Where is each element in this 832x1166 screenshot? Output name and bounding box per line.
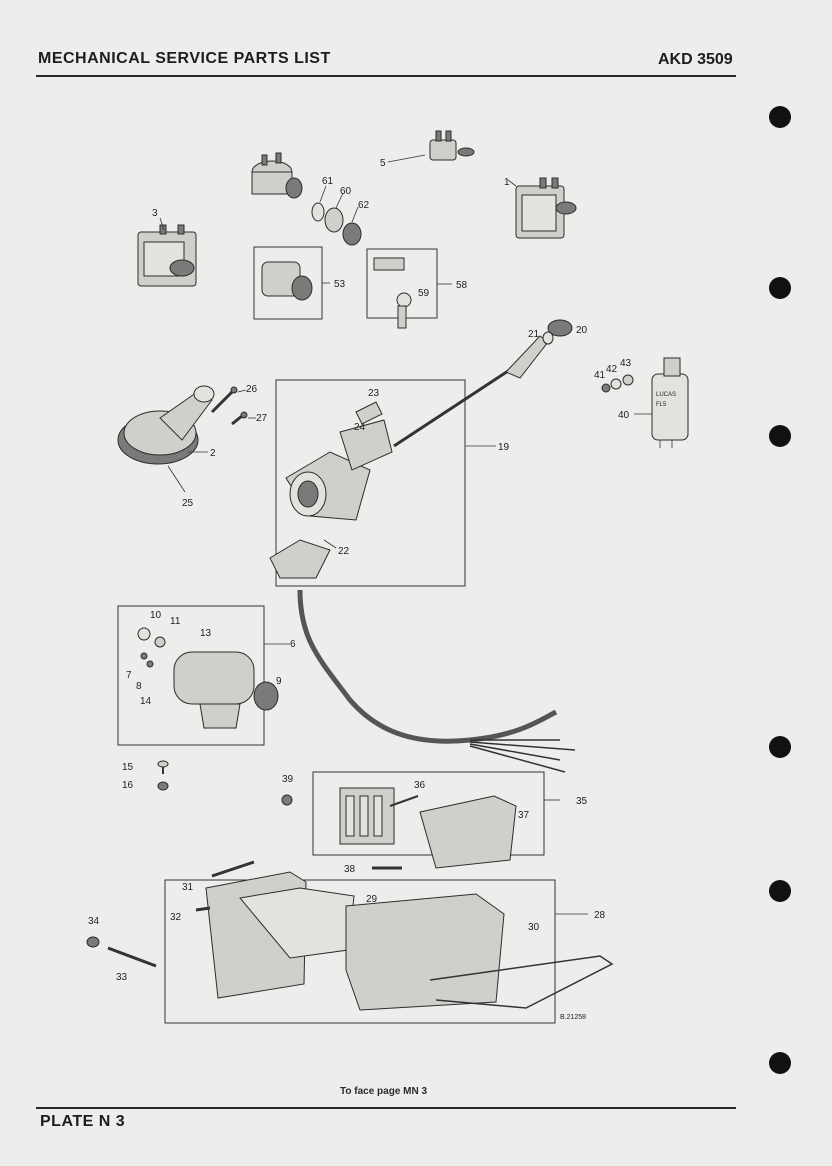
callout-40: 40 (618, 410, 630, 421)
callout-58: 58 (456, 280, 468, 291)
header-title: MECHANICAL SERVICE PARTS LIST (38, 50, 331, 67)
parts-33-34 (86, 936, 157, 968)
part-3-switch (137, 217, 197, 287)
ignition-switch-top (251, 152, 303, 199)
callout-34: 34 (88, 916, 100, 927)
callout-labels: 1 2 3 5 6 7 8 9 10 11 13 14 15 16 19 20 … (88, 158, 632, 1021)
binder-hole (769, 106, 791, 128)
callout-11: 11 (170, 616, 181, 627)
part-20-21-knob (542, 319, 573, 345)
callout-10: 10 (150, 610, 162, 621)
callout-43: 43 (620, 358, 632, 369)
part-35-fuse-block (339, 787, 560, 869)
callout-24: 24 (354, 422, 366, 433)
callout-36: 36 (414, 780, 426, 791)
callout-8: 8 (136, 681, 142, 692)
callout-38: 38 (344, 864, 356, 875)
callout-60: 60 (340, 186, 352, 197)
binder-hole (769, 1052, 791, 1074)
box-28 (164, 879, 556, 1024)
drawing-reference: B.21258 (560, 1014, 586, 1021)
binder-hole (769, 880, 791, 902)
callout-42: 42 (606, 364, 618, 375)
callout-22: 22 (338, 546, 350, 557)
callout-32: 32 (170, 912, 182, 923)
binder-hole (769, 277, 791, 299)
callout-27: 27 (256, 413, 268, 424)
part-5-switch (387, 130, 475, 163)
callout-7: 7 (126, 670, 132, 681)
rings-60-61-62 (311, 185, 362, 246)
callout-61: 61 (322, 176, 334, 187)
box-19 (275, 379, 466, 587)
callout-33: 33 (116, 972, 128, 983)
callout-6: 6 (290, 639, 296, 650)
callout-9: 9 (276, 676, 282, 687)
callout-20: 20 (576, 325, 588, 336)
callout-3: 3 (152, 208, 158, 219)
callout-19: 19 (498, 442, 510, 453)
callout-14: 14 (140, 696, 152, 707)
screws-26-27 (210, 386, 256, 426)
callout-35: 35 (576, 796, 588, 807)
part-6-relay (137, 627, 290, 729)
part-1-switch (507, 177, 577, 239)
callout-62: 62 (358, 200, 370, 211)
header-rule (36, 75, 736, 77)
wiring-harness (297, 589, 576, 773)
face-page-note: To face page MN 3 (340, 1086, 428, 1097)
flasher-label-line2: FL5 (656, 402, 667, 408)
callout-37: 37 (518, 810, 530, 821)
callout-15: 15 (122, 762, 134, 773)
callout-25: 25 (182, 498, 194, 509)
part-39 (281, 794, 293, 806)
plate-label: PLATE N 3 (40, 1113, 126, 1130)
part-58-59-keys (373, 257, 452, 329)
callout-39: 39 (282, 774, 294, 785)
callout-29: 29 (366, 894, 378, 905)
callout-31: 31 (182, 882, 194, 893)
footer-rule (36, 1107, 736, 1109)
callout-28: 28 (594, 910, 606, 921)
callout-53: 53 (334, 279, 346, 290)
callout-59: 59 (418, 288, 430, 299)
box-35 (312, 771, 545, 856)
part-40-flasher-unit: LUCAS FL5 (601, 357, 689, 448)
callout-16: 16 (122, 780, 134, 791)
part-28-regulator (195, 860, 614, 1011)
callout-23: 23 (368, 388, 380, 399)
callout-2: 2 (210, 448, 216, 459)
header-code: AKD 3509 (658, 51, 733, 68)
callout-5: 5 (380, 158, 386, 169)
parts-15-16 (157, 760, 169, 791)
callout-1: 1 (504, 177, 510, 188)
binder-hole (769, 736, 791, 758)
part-53-ignition-lock (261, 261, 330, 301)
callout-13: 13 (200, 628, 212, 639)
binder-hole (769, 425, 791, 447)
callout-21: 21 (528, 329, 540, 340)
box-6 (117, 605, 265, 746)
callout-30: 30 (528, 922, 540, 933)
flasher-label-line1: LUCAS (656, 392, 676, 398)
part-19-indicator-switch (269, 335, 549, 579)
part-2-horn-switch (117, 385, 215, 493)
callout-26: 26 (246, 384, 258, 395)
callout-41: 41 (594, 370, 606, 381)
